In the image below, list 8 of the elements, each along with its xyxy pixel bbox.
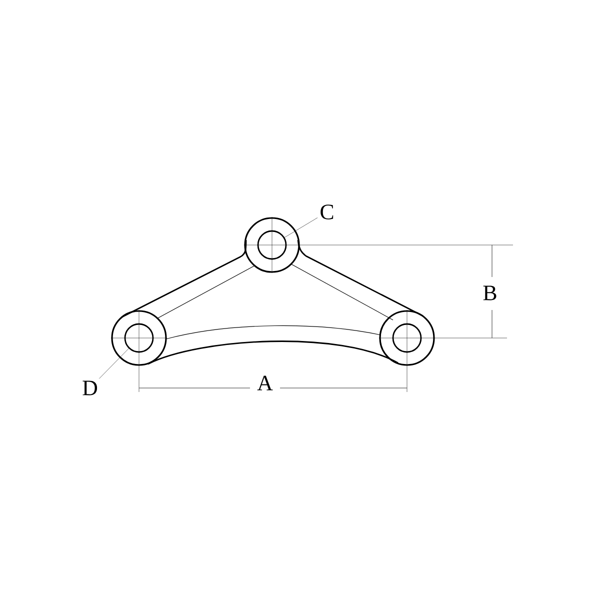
dimension-label: B (483, 286, 496, 300)
dimension-label: A (257, 376, 273, 390)
hole (124, 323, 154, 353)
leader-line (284, 218, 318, 238)
callout-letter: C (320, 204, 334, 220)
hole (257, 230, 287, 260)
leader-line (99, 348, 129, 379)
callout-letter: D (82, 380, 98, 396)
